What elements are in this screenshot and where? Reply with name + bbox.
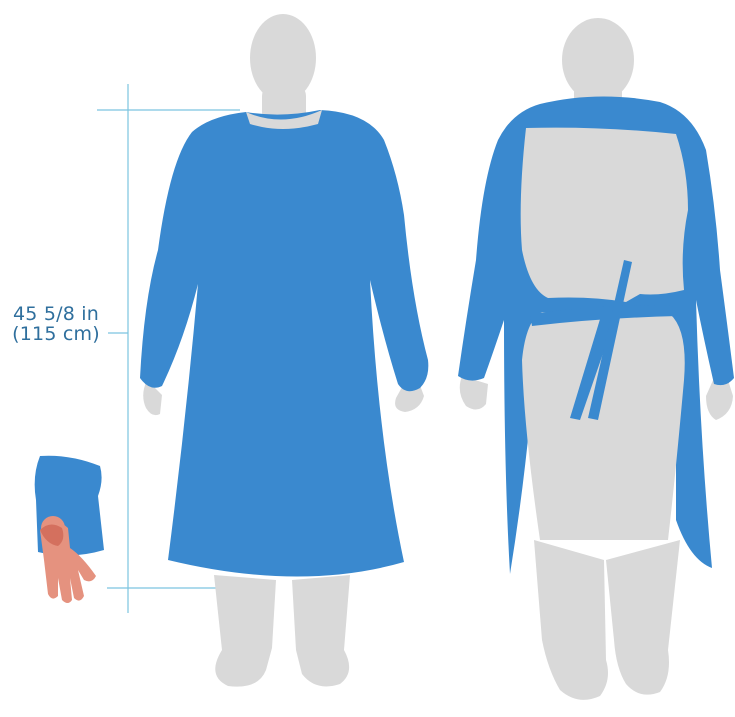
gown-length-label: 45 5/8 in (115 cm): [0, 304, 112, 344]
front-gown: [140, 110, 428, 577]
gown-length-inches: 45 5/8 in: [0, 304, 112, 324]
gown-length-cm: (115 cm): [0, 324, 112, 344]
back-figure: [458, 18, 734, 700]
cuff-detail: [35, 456, 104, 603]
front-figure: [140, 14, 428, 687]
back-opening: [521, 128, 688, 302]
